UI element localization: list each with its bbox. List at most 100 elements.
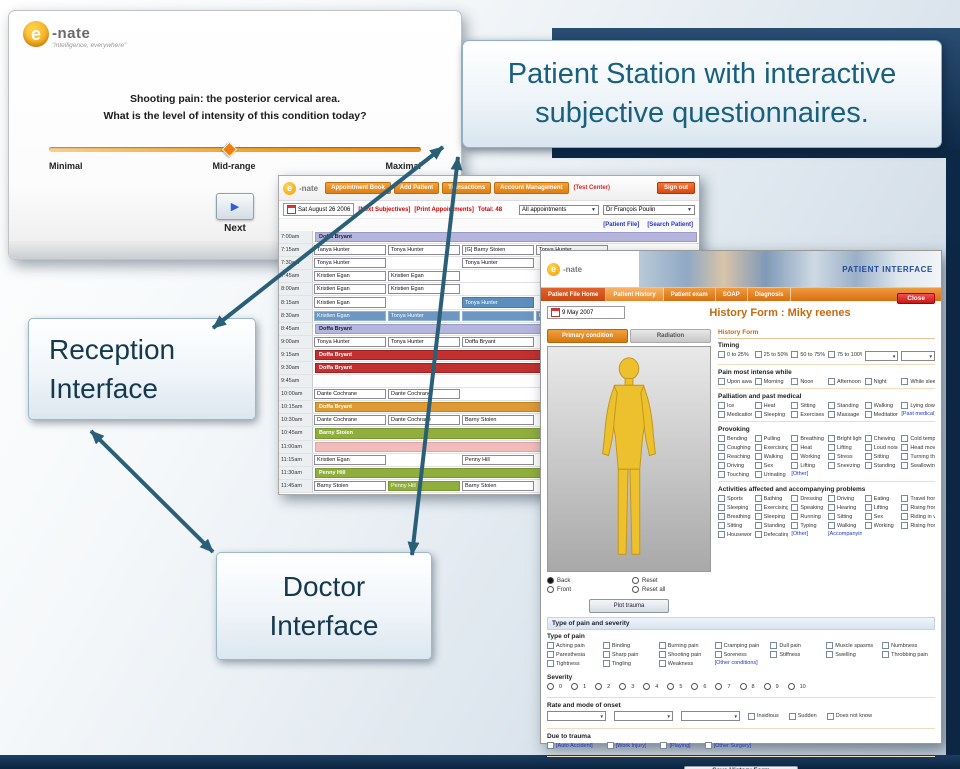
checkbox-item[interactable]: Swallowing <box>901 462 935 469</box>
checkbox-item[interactable]: Stiffness <box>770 651 823 658</box>
checkbox-item[interactable]: Massage <box>828 411 862 418</box>
severity-option[interactable]: 3 <box>619 683 634 690</box>
checkbox-item[interactable]: Stress <box>828 453 862 460</box>
trauma-link-item[interactable]: [Other Surgery] <box>704 742 751 749</box>
checkbox-item[interactable]: Bending <box>718 435 752 442</box>
link-item[interactable]: [Other] <box>791 471 809 477</box>
checkbox-item[interactable]: Sex <box>754 462 789 469</box>
print-appointments-link[interactable]: [Print Appointments] <box>414 206 474 213</box>
patient-file-link[interactable]: [Patient File] <box>603 222 640 228</box>
appointment-cell[interactable]: Dante Cochrane <box>314 389 386 400</box>
checkbox-item[interactable]: Rising from seated <box>901 504 935 511</box>
checkbox-item[interactable]: Sitting <box>864 453 899 460</box>
checkbox-item[interactable]: Tingling <box>602 660 656 667</box>
search-patient-link[interactable]: [Search Patient] <box>647 222 693 228</box>
checkbox-item[interactable]: Running <box>791 513 825 520</box>
checkbox-item[interactable]: Cramping pain <box>714 642 768 649</box>
checkbox-item[interactable]: Working <box>864 522 899 529</box>
appointment-cell[interactable]: Doffa Bryant <box>462 336 534 347</box>
checkbox-item[interactable]: Binding <box>602 642 656 649</box>
checkbox-item[interactable]: Muscle spasms <box>826 642 879 649</box>
checkbox-item[interactable]: Tightness <box>547 660 600 667</box>
checkbox-item[interactable]: Exercises <box>791 411 825 418</box>
appointment-cell[interactable]: Barny Stoien <box>462 480 534 491</box>
severity-option[interactable]: 5 <box>667 683 682 690</box>
severity-option[interactable]: 6 <box>691 683 706 690</box>
appointment-cell[interactable]: Tonya Hunter <box>462 297 534 308</box>
link-item[interactable]: [Accompanying problems] <box>828 531 862 537</box>
appointment-cell[interactable]: Tonya Hunter <box>388 336 460 347</box>
slider-track[interactable] <box>49 141 421 158</box>
checkbox-item[interactable]: Dull pain <box>770 642 823 649</box>
checkbox-item[interactable]: Swelling <box>826 651 879 658</box>
appointment-cell[interactable]: Kristien Egan <box>314 271 386 282</box>
checkbox-item[interactable]: Sneezing <box>828 462 862 469</box>
tab-patient-exam[interactable]: Patient exam <box>664 288 716 301</box>
checkbox-item[interactable]: Hearing <box>828 504 862 511</box>
checkbox-item[interactable]: 0 to 25% <box>718 351 752 358</box>
trauma-link-item[interactable]: [Playing] <box>660 742 691 749</box>
checkbox-item[interactable]: 25 to 50% <box>754 351 788 358</box>
checkbox-item[interactable]: Head movements <box>901 444 935 451</box>
appointment-cell[interactable]: Kristien Egan <box>314 310 386 321</box>
checkbox-item[interactable]: 75 to 100% <box>828 351 862 358</box>
checkbox-item[interactable]: Driving <box>718 462 752 469</box>
checkbox-item[interactable]: Standing <box>864 462 899 469</box>
appointment-cell[interactable]: Tonya Hunter <box>388 245 460 256</box>
checkbox-item[interactable]: Working <box>791 453 825 460</box>
checkbox-item[interactable]: Heat <box>791 444 825 451</box>
severity-option[interactable]: 0 <box>547 683 562 690</box>
link-item[interactable]: [Other] <box>791 531 809 537</box>
link-item[interactable]: [Past medical] <box>901 411 935 417</box>
slider-thumb[interactable] <box>221 141 238 158</box>
checkbox-item[interactable]: Breathing <box>791 435 825 442</box>
checkbox-item[interactable]: Throbbing pain <box>882 651 935 658</box>
checkbox-item[interactable]: Urinating <box>754 471 789 478</box>
checkbox-item[interactable]: Walking <box>828 522 862 529</box>
checkbox-item[interactable]: Meditation <box>864 411 898 418</box>
checkbox-item[interactable]: Paresthesia <box>547 651 600 658</box>
tab-patient-history[interactable]: Patient History <box>606 288 664 301</box>
save-history-form-button[interactable]: Save History Form <box>684 766 798 769</box>
nav-transactions[interactable]: Transactions <box>442 182 492 194</box>
appointments-filter-dropdown[interactable]: All appointments ▼ <box>519 204 599 215</box>
appointment-cell[interactable]: Tonya Hunter <box>314 258 386 269</box>
radiation-toggle[interactable]: Radiation <box>630 329 711 343</box>
appointment-cell[interactable]: Kristien Egan <box>314 454 386 465</box>
checkbox-item[interactable]: Loud noises <box>864 444 898 451</box>
body-diagram[interactable] <box>547 346 711 572</box>
checkbox-item[interactable]: Chewing <box>864 435 899 442</box>
appointment-cell[interactable]: Kristien Egan <box>314 297 386 308</box>
checkbox-item[interactable]: Breathing <box>718 513 752 520</box>
next-button[interactable]: ▶ <box>216 193 254 220</box>
checkbox-item[interactable]: Riding in vehicle <box>901 513 935 520</box>
back-radio[interactable]: Back <box>547 577 626 584</box>
checkbox-item[interactable]: Morning <box>754 378 789 385</box>
appointment-cell[interactable]: Dante Cochrane <box>388 389 460 400</box>
date-picker[interactable]: Sat August 26 2006 <box>283 203 355 216</box>
appointment-cell[interactable]: Tanya Hunter <box>314 245 386 256</box>
plot-trauma-button[interactable]: Plot trauma <box>589 599 669 613</box>
checkbox-item[interactable]: Sudden <box>788 712 817 720</box>
close-button[interactable]: Close <box>897 293 935 304</box>
onset-dropdown[interactable]: ▼ <box>681 711 740 721</box>
checkbox-item[interactable]: Sitting <box>791 402 825 409</box>
nav-appointment-book[interactable]: Appointment Book <box>325 182 391 194</box>
checkbox-item[interactable]: Lying down <box>901 402 935 409</box>
primary-condition-toggle[interactable]: Primary condition <box>547 329 628 343</box>
checkbox-item[interactable]: Speaking <box>791 504 825 511</box>
severity-option[interactable]: 8 <box>739 683 755 690</box>
checkbox-item[interactable]: Numbness <box>882 642 935 649</box>
checkbox-item[interactable]: Burning pain <box>658 642 712 649</box>
checkbox-item[interactable]: Weakness <box>658 660 712 667</box>
checkbox-item[interactable]: Afternoon <box>828 378 862 385</box>
checkbox-item[interactable]: Soreness <box>714 651 768 658</box>
checkbox-item[interactable]: Sleeping <box>754 513 789 520</box>
trauma-link-item[interactable]: [Auto Accident] <box>547 742 593 749</box>
checkbox-item[interactable]: Defecating <box>754 531 788 538</box>
checkbox-item[interactable]: Turning the head <box>901 453 935 460</box>
nav-add-patient[interactable]: Add Patient <box>393 182 440 194</box>
checkbox-item[interactable]: Medication <box>718 411 752 418</box>
checkbox-item[interactable]: Lifting <box>828 444 862 451</box>
checkbox-item[interactable]: Coughing <box>718 444 752 451</box>
